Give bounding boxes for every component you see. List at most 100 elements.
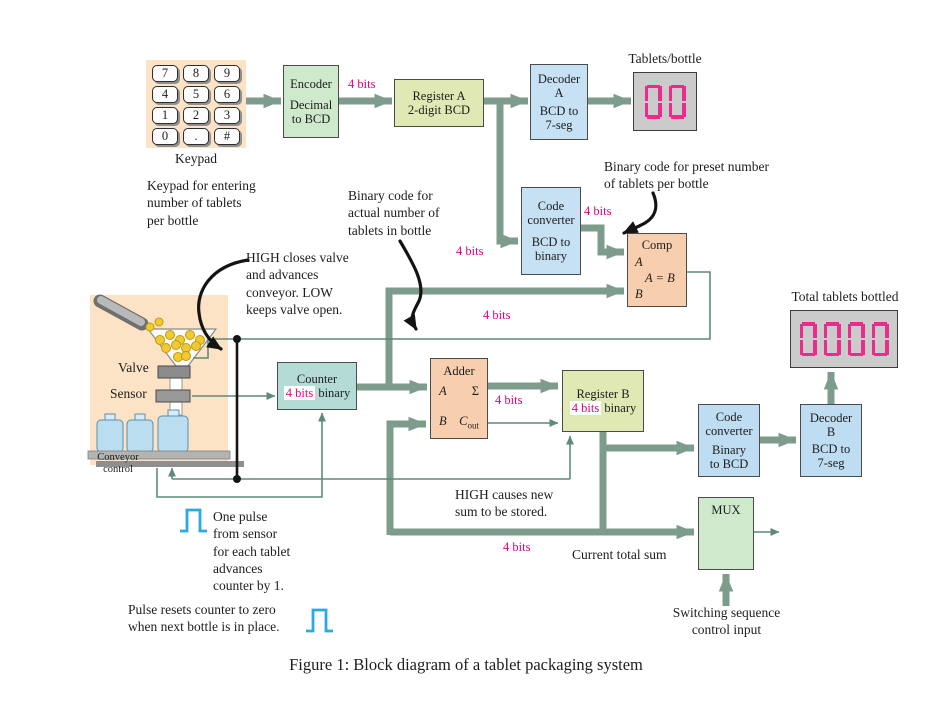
mux-block: MUX <box>698 497 754 570</box>
adder-sum-output: Σ <box>471 384 479 399</box>
actual-note: Binary code for actual number of tablets… <box>348 188 440 238</box>
bus-wires <box>246 93 839 606</box>
wire-current-sum-to-adder-b <box>386 416 427 535</box>
comparator-equality: A = B <box>645 271 675 285</box>
bus-label-4bits: 4 bits <box>348 77 376 91</box>
valve-block <box>157 365 191 379</box>
code-converter-b-subtitle: Binary to BCD <box>709 442 749 471</box>
tablets-per-bottle-display <box>633 72 697 131</box>
current-total-note: Current total sum <box>572 547 667 562</box>
code-converter-b-title: Code converter <box>705 410 753 439</box>
code-converter-b-block: Code converter Binary to BCD <box>698 404 760 477</box>
register-b-mode: binary <box>604 401 637 415</box>
pulse-icon <box>306 608 333 633</box>
arrow-actual-note <box>398 239 423 331</box>
bus-label-4bits: 4 bits <box>584 204 612 218</box>
keypad-key-3: 3 <box>214 107 240 124</box>
seven-seg-digit <box>847 322 865 356</box>
keypad-key-.: . <box>183 128 209 145</box>
keypad-key-0: 0 <box>152 128 178 145</box>
keypad-key-7: 7 <box>152 65 178 82</box>
decoder-b-subtitle: BCD to 7-seg <box>811 442 851 471</box>
adder-input-a: A <box>439 384 447 399</box>
register-b-bits: 4 bits <box>569 401 602 415</box>
conveyor-control-label: Conveyor control <box>97 452 139 476</box>
bus-label-4bits: 4 bits <box>503 540 531 554</box>
reset-pulse-note: Pulse resets counter to zero when next b… <box>128 602 280 635</box>
filler-station-illustration <box>87 294 244 467</box>
counter-bits: 4 bits <box>283 386 316 400</box>
preset-note: Binary code for preset number of tablets… <box>604 159 769 192</box>
arrow-valve-note <box>197 258 250 351</box>
keypad-label: Keypad <box>175 151 217 166</box>
tablets-per-bottle-label: Tablets/bottle <box>628 51 702 66</box>
keypad-key-2: 2 <box>183 107 209 124</box>
wire-register-a-to-code-converter <box>496 101 519 249</box>
counter-block: Counter 4 bits binary <box>277 362 357 410</box>
encoder-block: Encoder Decimal to BCD <box>283 65 339 138</box>
sensor-block <box>155 389 191 403</box>
adder-carry-out: Cout <box>459 413 479 431</box>
keypad-note: Keypad for entering number of tablets pe… <box>147 178 256 228</box>
pulse-icon <box>180 508 207 533</box>
sensor-label: Sensor <box>110 386 147 401</box>
decoder-a-subtitle: BCD to 7-seg <box>539 104 579 133</box>
seven-seg-digit <box>823 322 841 356</box>
comparator-block: Comp A A = B B <box>627 233 687 307</box>
seven-seg-digit <box>668 84 686 119</box>
bus-label-4bits: 4 bits <box>456 244 484 258</box>
comparator-input-a: A <box>635 255 643 269</box>
bus-label-4bits: 4 bits <box>483 308 511 322</box>
conveyor-base <box>96 461 244 467</box>
annotation-arrows <box>197 191 658 351</box>
seven-seg-digit <box>871 322 889 356</box>
register-b-title: Register B <box>576 386 630 401</box>
wire-counter-to-comp-b <box>385 283 625 387</box>
valve-label: Valve <box>118 360 149 375</box>
comparator-input-b: B <box>635 287 643 301</box>
pulse-glyphs <box>180 508 333 633</box>
seven-seg-digit <box>644 84 662 119</box>
adder-title: Adder <box>443 364 475 378</box>
code-converter-a-title: Code converter <box>527 199 575 228</box>
conveyor-belt <box>87 450 231 460</box>
comparator-title: Comp <box>641 238 673 252</box>
mux-title: MUX <box>711 503 741 517</box>
encoder-subtitle: Decimal to BCD <box>289 97 333 127</box>
decoder-a-title: Decoder A <box>537 71 581 100</box>
keypad-key-4: 4 <box>152 86 178 103</box>
keypad-key-1: 1 <box>152 107 178 124</box>
keypad-key-5: 5 <box>183 86 209 103</box>
keypad-key-8: 8 <box>183 65 209 82</box>
arrow-preset-note <box>622 191 658 235</box>
register-a-subtitle: 2-digit BCD <box>407 103 471 117</box>
bus-label-4bits: 4 bits <box>495 393 523 407</box>
seven-seg-digit <box>799 322 817 356</box>
code-converter-a-subtitle: BCD to binary <box>531 234 571 263</box>
encoder-title: Encoder <box>290 76 332 91</box>
keypad-key-#: # <box>214 128 240 145</box>
valve-control-note: HIGH closes valve and advances conveyor.… <box>246 250 349 317</box>
bottles <box>96 409 189 453</box>
store-sum-note: HIGH causes new sum to be stored. <box>455 487 554 520</box>
keypad-key-9: 9 <box>214 65 240 82</box>
one-pulse-note: One pulse from sensor for each tablet ad… <box>213 509 291 594</box>
register-a-block: Register A 2-digit BCD <box>394 79 484 127</box>
figure-caption: Figure 1: Block diagram of a tablet pack… <box>289 655 643 674</box>
drop-tube <box>169 377 183 391</box>
keypad-key-6: 6 <box>214 86 240 103</box>
counter-mode: binary <box>318 386 351 400</box>
register-a-title: Register A <box>412 88 466 103</box>
decoder-b-block: Decoder B BCD to 7-seg <box>800 404 862 477</box>
wire-reset-to-counter <box>156 412 326 498</box>
decoder-b-title: Decoder B <box>809 410 853 439</box>
code-converter-a-block: Code converter BCD to binary <box>521 187 581 275</box>
total-bottled-label: Total tablets bottled <box>791 289 899 304</box>
junction-dot <box>233 335 241 343</box>
register-b-block: Register B 4 bits binary <box>562 370 644 432</box>
wire-code-converter-to-comp-a <box>581 224 625 260</box>
